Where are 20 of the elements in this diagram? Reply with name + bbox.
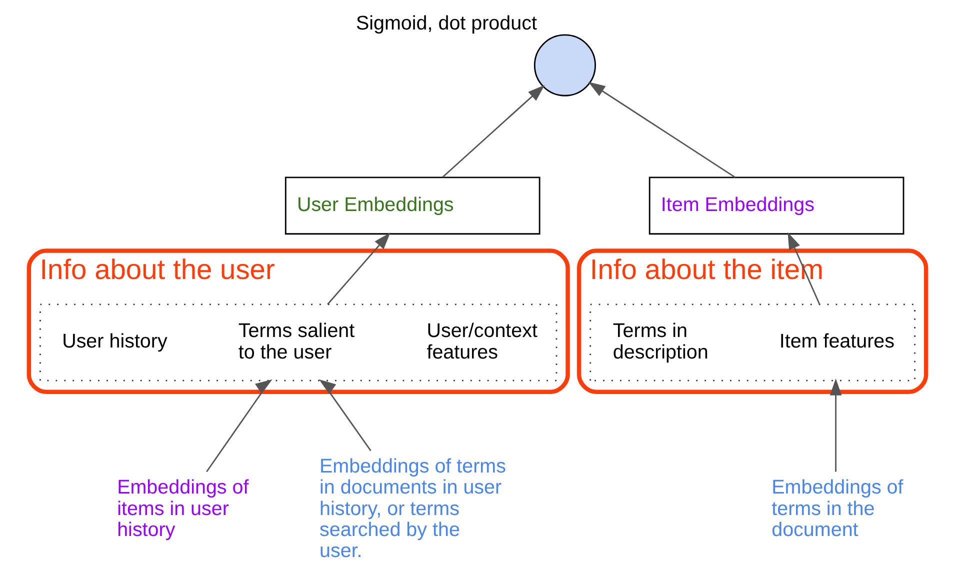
node-text: Item features — [779, 330, 895, 353]
node-text: User history — [62, 330, 168, 353]
arrow — [206, 379, 272, 472]
arrow — [327, 232, 390, 305]
node-text: User/context features — [426, 320, 538, 364]
node-text: Terms salient to the user — [238, 320, 355, 364]
node-text: Embeddings of terms in documents in user history, or terms searched by the user. — [320, 456, 506, 562]
node-box: User Embeddings — [284, 176, 540, 235]
node-text: Terms in description — [612, 320, 708, 364]
node-circle — [534, 34, 596, 96]
arrow — [442, 85, 545, 178]
cluster — [40, 304, 558, 382]
node-text: Embeddings of items in user history — [117, 476, 249, 542]
arrow — [588, 82, 736, 178]
node-text: Embeddings of terms in the document — [772, 476, 904, 542]
cluster — [590, 304, 916, 382]
arrow — [318, 379, 372, 452]
node-label: Sigmoid, dot product — [356, 12, 537, 35]
node-box: Item Embeddings — [648, 176, 904, 235]
arrow — [830, 378, 842, 472]
